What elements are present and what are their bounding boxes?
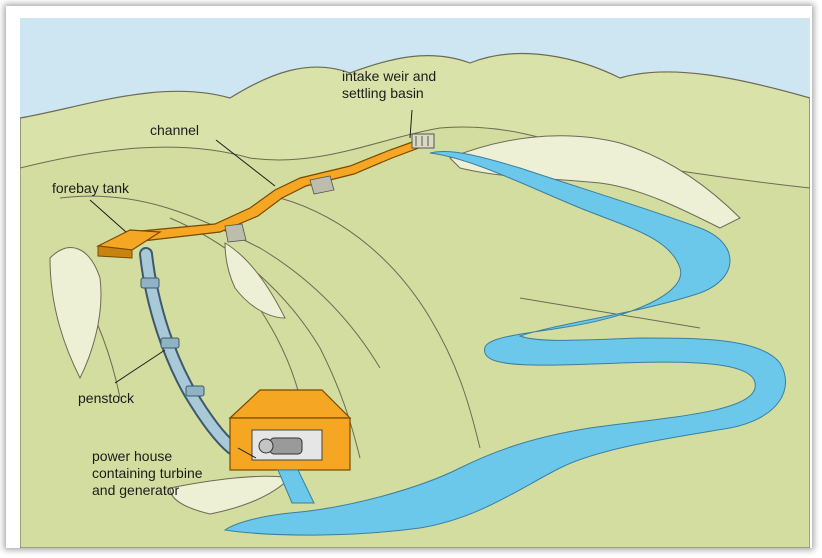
tailrace (277, 469, 315, 504)
image-frame: intake weir and settling basin channel f… (6, 6, 812, 548)
penstock-label: penstock (78, 390, 135, 406)
leader-lines (89, 109, 413, 459)
forebay-tank (95, 229, 162, 259)
river (223, 150, 786, 536)
left-cliff (49, 247, 102, 380)
forebay-tank-label: forebay tank (52, 180, 130, 196)
intake-weir-label: intake weir and settling basin (342, 68, 437, 101)
intake-weir (411, 133, 435, 149)
diagram-illustration (20, 18, 810, 548)
penstock-fill (141, 249, 237, 453)
micro-hydro-diagram: intake weir and settling basin channel f… (20, 18, 810, 548)
channel-supports (224, 175, 335, 243)
lower-bank (169, 475, 292, 515)
center-cliff (224, 242, 286, 319)
channel-label: channel (150, 122, 200, 138)
penstock-anchors (140, 277, 205, 397)
power-house (228, 389, 352, 471)
power-house-label: power house containing turbine and gener… (92, 448, 203, 498)
